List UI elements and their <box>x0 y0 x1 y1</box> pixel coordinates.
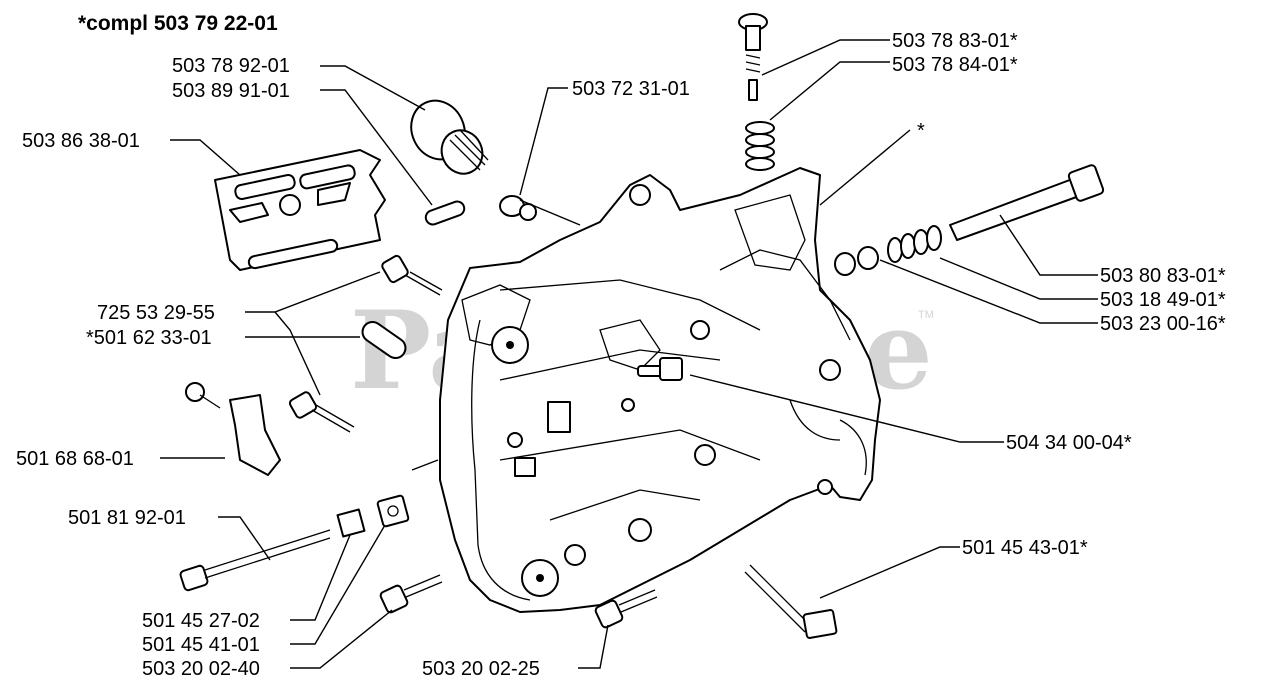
leader-lines <box>160 39 1098 669</box>
dowel-pin-part[interactable] <box>359 318 410 362</box>
label-501-45-43-01: 501 45 43-01* <box>962 537 1088 559</box>
watermark-trademark: TM <box>918 309 934 321</box>
label-503-23-00-16: 503 23 00-16* <box>1100 313 1226 335</box>
label-501-68-68-01: 501 68 68-01 <box>16 448 134 470</box>
part-labels: 503 78 83-01* 503 78 84-01* 503 78 92-01… <box>16 30 1226 680</box>
label-503-78-92-01: 503 78 92-01 <box>172 55 290 77</box>
tensioner-screw-part[interactable] <box>949 164 1105 241</box>
label-503-72-31-01: 503 72 31-01 <box>572 78 690 100</box>
label-503-78-83-01: 503 78 83-01* <box>892 30 1018 52</box>
oil-pump-plunger-part[interactable] <box>738 13 768 101</box>
label-501-45-41-01: 501 45 41-01 <box>142 634 260 656</box>
chain-guide-plate-part[interactable] <box>214 149 386 271</box>
catcher-bolt-part[interactable] <box>288 391 355 433</box>
label-503-78-84-01: 503 78 84-01* <box>892 54 1018 76</box>
washers-part[interactable] <box>834 246 879 276</box>
label-503-80-83-01: 503 80 83-01* <box>1100 265 1226 287</box>
adjusting-screw-part[interactable] <box>179 529 331 592</box>
label-501-81-92-01: 501 81 92-01 <box>68 507 186 529</box>
label-725-53-29-55: 725 53 29-55 <box>97 302 215 324</box>
label-503-20-02-40: 503 20 02-40 <box>142 658 260 680</box>
label-star: * <box>917 120 925 142</box>
clutch-cover-part[interactable] <box>439 167 881 613</box>
chain-catcher-part[interactable] <box>185 382 281 476</box>
label-501-62-33-01: *501 62 33-01 <box>86 327 212 349</box>
guide-bolt-part[interactable] <box>744 564 838 639</box>
label-503-18-49-01: 503 18 49-01* <box>1100 289 1226 311</box>
label-504-34-00-04: 504 34 00-04* <box>1006 432 1132 454</box>
bolt-part[interactable] <box>381 254 443 296</box>
pin-part[interactable] <box>424 200 466 227</box>
screw-40-part[interactable] <box>379 574 443 614</box>
adjuster-nut-part[interactable] <box>376 494 410 528</box>
spacer-part[interactable] <box>499 195 537 221</box>
label-503-20-02-25: 503 20 02-25 <box>422 658 540 680</box>
tensioner-pin-part[interactable] <box>637 357 683 381</box>
screw-25-part[interactable] <box>594 589 658 629</box>
adjuster-knob-part[interactable] <box>402 92 490 181</box>
label-501-45-27-02: 501 45 27-02 <box>142 610 260 632</box>
tensioner-spring-part[interactable] <box>887 225 942 263</box>
label-503-89-91-01: 503 89 91-01 <box>172 80 290 102</box>
label-503-86-38-01: 503 86 38-01 <box>22 130 140 152</box>
nut-plate-part[interactable] <box>336 508 366 538</box>
assembly-title: *compl 503 79 22-01 <box>78 12 278 35</box>
spring-part[interactable] <box>745 121 775 171</box>
